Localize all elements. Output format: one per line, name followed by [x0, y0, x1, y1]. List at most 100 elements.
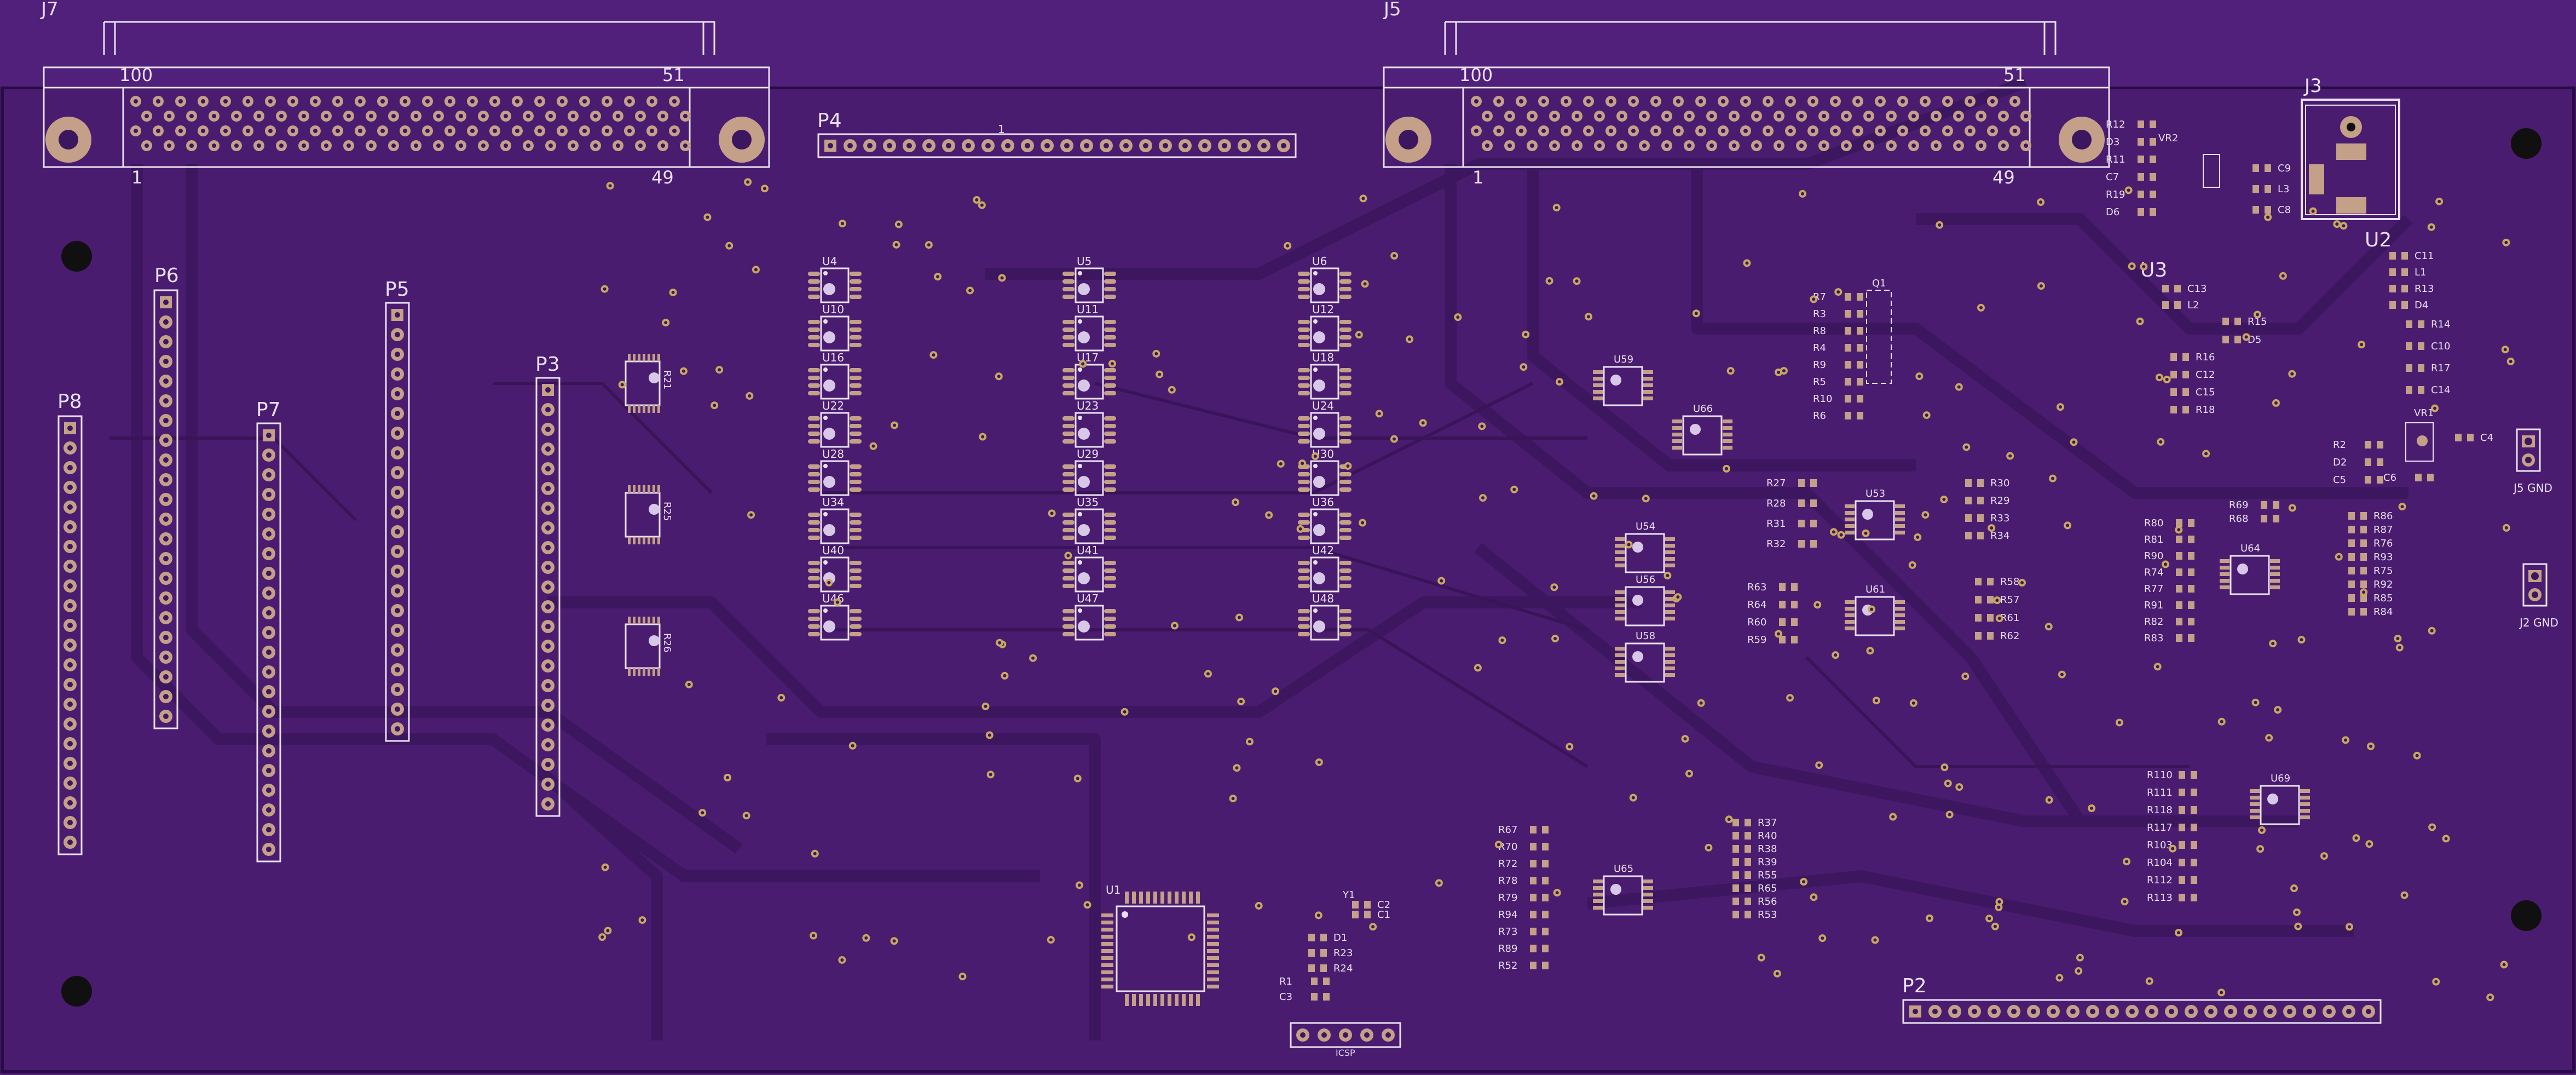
soic-pin — [850, 295, 862, 299]
u1-pin — [1146, 892, 1150, 904]
ssop-pin — [648, 405, 650, 413]
u1-pin — [1207, 985, 1219, 988]
soic-pin — [1062, 424, 1075, 428]
soic-pin — [1339, 568, 1351, 573]
part-label: R104 — [2147, 857, 2173, 869]
smd-pad — [2401, 252, 2408, 260]
ic-pin — [1895, 607, 1905, 611]
ic-outline — [1603, 366, 1643, 406]
smd-pad — [1530, 894, 1537, 901]
soic-pin — [1062, 295, 1075, 299]
ic-pin — [2300, 815, 2310, 819]
smd-pad — [1779, 583, 1786, 591]
j5-pin-49: 49 — [1992, 167, 2015, 188]
soic-pin — [1298, 480, 1310, 484]
part-label: R67 — [1498, 824, 1517, 836]
u1-pin — [1207, 978, 1219, 981]
soic-pin — [1104, 472, 1116, 476]
chip-label: U12 — [1312, 303, 1334, 316]
soic-outline — [1075, 556, 1104, 593]
smd-pad — [1745, 898, 1751, 905]
soic-outline — [820, 556, 850, 593]
ic-pin — [2300, 809, 2310, 813]
soic-pin — [1104, 609, 1116, 613]
smd-pad — [2138, 156, 2144, 163]
ic-pin — [2220, 572, 2230, 576]
smd-pad — [2401, 301, 2408, 309]
ic-outline — [1625, 533, 1665, 573]
soic-outline — [820, 364, 850, 400]
ssop-pin — [628, 617, 631, 624]
ssop-pin — [638, 354, 640, 361]
u1-pin — [1101, 928, 1113, 932]
soic-outline — [1310, 605, 1339, 641]
part-label: R103 — [2147, 840, 2173, 851]
soic-pin — [1339, 343, 1351, 347]
soic-pin — [1339, 520, 1351, 525]
ic-pin — [1643, 396, 1653, 400]
ssop-pin — [657, 405, 660, 413]
board-top-strip — [0, 0, 2576, 87]
smd-pad — [2176, 618, 2182, 625]
soic-pin — [1339, 424, 1351, 428]
part-label: D5 — [2248, 334, 2261, 346]
smd-pad — [2191, 824, 2197, 831]
smd-pad — [2360, 608, 2367, 616]
thermal-via — [1632, 542, 1643, 553]
ssop-pin — [643, 668, 645, 676]
part-label: R39 — [1758, 856, 1777, 868]
mounting-hole — [2511, 128, 2542, 159]
q1-outline — [1866, 290, 1892, 384]
ssop-pin — [643, 485, 645, 493]
part-label: R17 — [2431, 363, 2450, 374]
soic-outline — [1310, 364, 1339, 400]
soic-pin — [1104, 513, 1116, 517]
ic-pin — [1895, 518, 1905, 521]
smd-pad — [1732, 911, 1739, 918]
thermal-via — [649, 635, 660, 646]
ssop-pin — [633, 485, 636, 493]
smd-pad — [2176, 519, 2182, 527]
soic-pin — [1062, 561, 1075, 565]
smd-pad — [1530, 928, 1537, 935]
soic-pin — [808, 624, 820, 629]
soic-pin — [1104, 376, 1116, 380]
smd-pad — [2389, 268, 2396, 276]
part-label: R53 — [1758, 909, 1777, 921]
smd-pad — [1810, 499, 1817, 507]
soic-pin — [850, 327, 862, 332]
smd-pad — [1845, 361, 1851, 369]
smd-pad — [1732, 845, 1739, 853]
thermal-via — [1313, 572, 1325, 584]
smd-pad — [1745, 845, 1751, 853]
smd-pad — [1798, 540, 1805, 548]
soic-pin — [1062, 391, 1075, 395]
smd-pad — [1857, 395, 1863, 403]
soic-pin — [850, 609, 862, 613]
part-label: C14 — [2431, 384, 2450, 396]
soic-pin — [1062, 536, 1075, 540]
ic-pin — [1672, 419, 1682, 423]
smd-pad — [2179, 841, 2185, 849]
thermal-via — [823, 380, 835, 392]
smd-pad — [2191, 771, 2197, 779]
soic-pin — [850, 568, 862, 573]
thermal-via — [1690, 424, 1701, 435]
part-label: R63 — [1747, 582, 1766, 593]
smd-pad — [1732, 832, 1739, 840]
p4-pin1-label: 1 — [998, 123, 1005, 136]
header-outline — [817, 133, 1297, 158]
u1-pin — [1101, 921, 1113, 924]
ssop-pin — [633, 405, 636, 413]
u1-pin — [1207, 970, 1219, 974]
smd-pad — [1798, 499, 1805, 507]
soic-pin — [1062, 472, 1075, 476]
part-label: L2 — [2187, 300, 2199, 311]
u1-pin — [1189, 994, 1193, 1006]
soic-pin — [1104, 520, 1116, 525]
part-label: R52 — [1498, 960, 1517, 971]
part-label: D1 — [1333, 932, 1347, 944]
soic-pin — [1298, 320, 1310, 324]
soic-outline — [1310, 412, 1339, 448]
chip-label: U36 — [1312, 496, 1334, 509]
